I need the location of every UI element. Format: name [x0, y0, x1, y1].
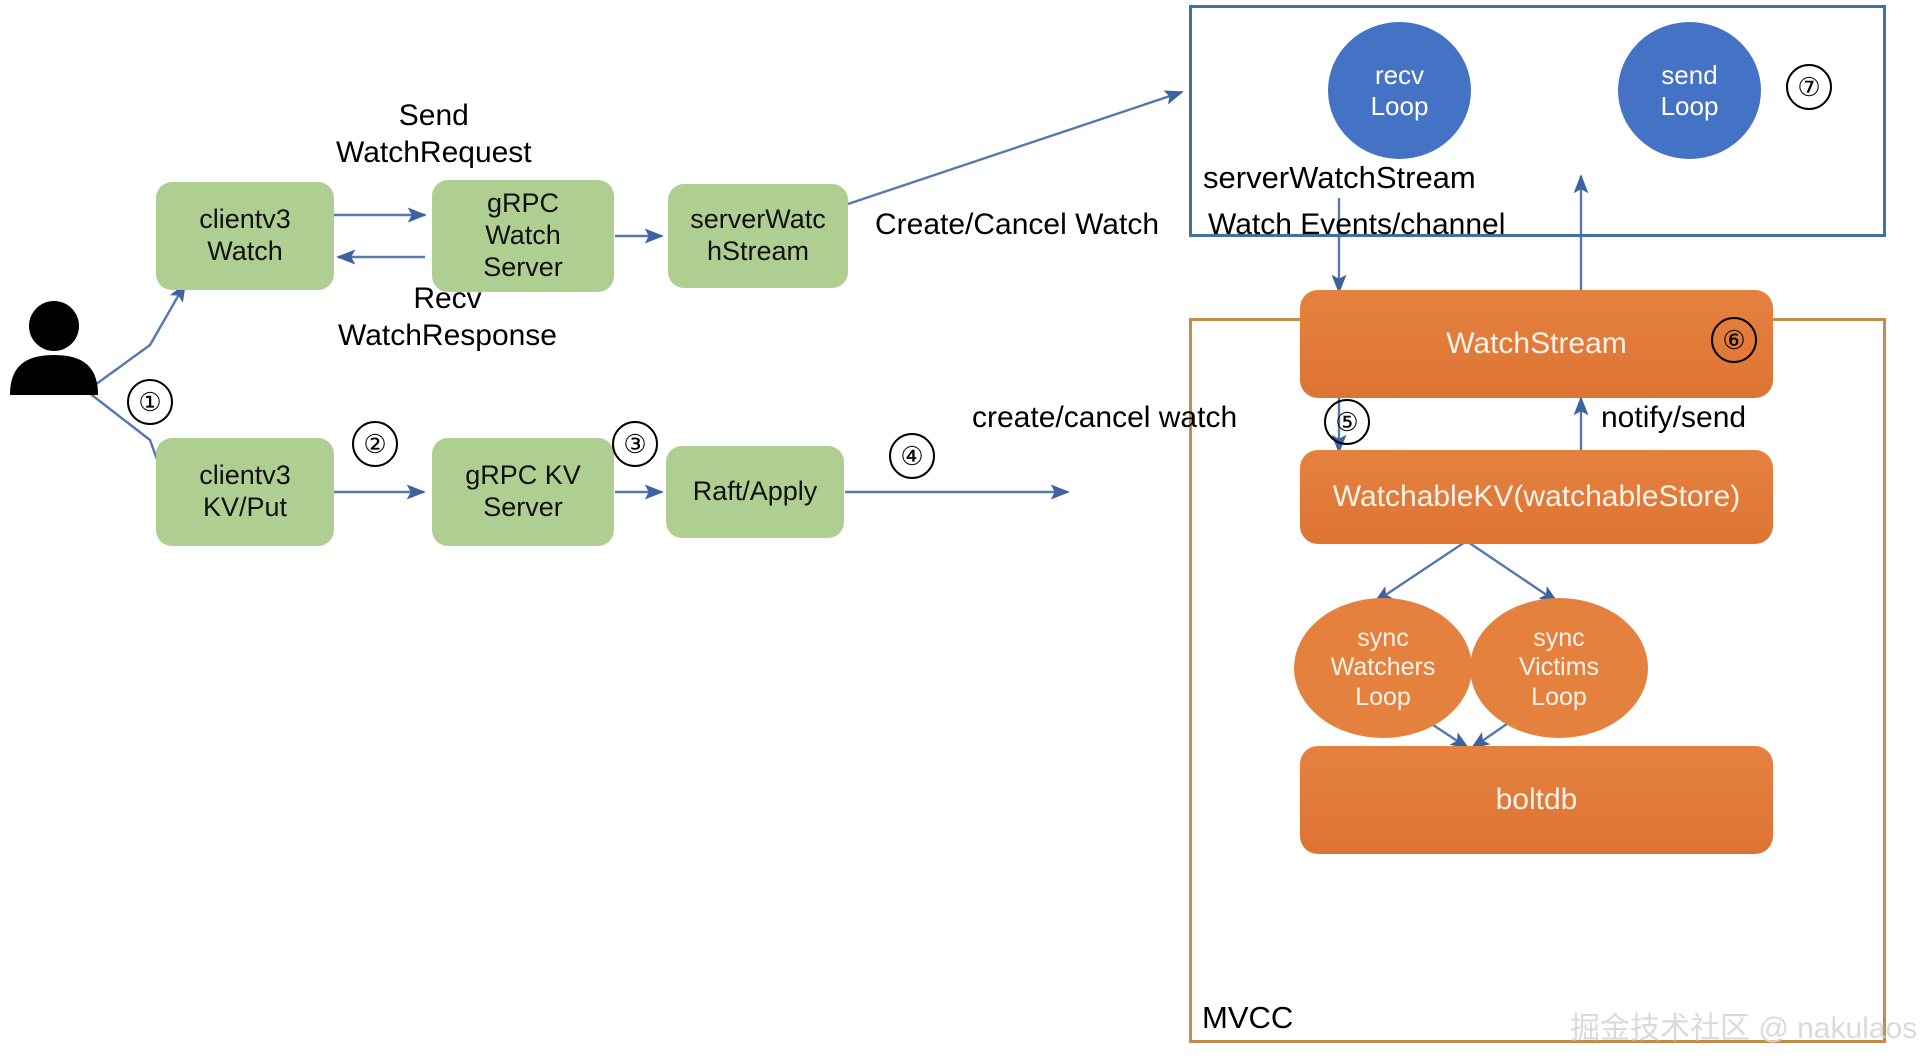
node-clientv3-watch-label: clientv3 Watch [199, 204, 291, 266]
node-boltdb-label: boltdb [1495, 783, 1578, 817]
step-marker-3: ③ [612, 421, 658, 467]
node-clientv3-watch[interactable]: clientv3 Watch [156, 182, 334, 290]
step-marker-5: ⑤ [1324, 399, 1370, 445]
user-actor-icon [8, 300, 100, 395]
node-watch-stream-label: WatchStream [1446, 327, 1627, 361]
node-raft-apply[interactable]: Raft/Apply [666, 446, 844, 538]
edge-label-notify-send: notify/send [1601, 401, 1747, 434]
step-marker-2: ② [352, 421, 398, 467]
container-label-server-watch-stream: serverWatchStream [1203, 160, 1476, 195]
edge-label-send-watch-request: Send WatchRequest [336, 99, 532, 170]
node-watch-stream[interactable]: WatchStream [1300, 290, 1773, 398]
step-marker-6: ⑥ [1711, 317, 1757, 363]
node-sync-victims-loop[interactable]: sync Victims Loop [1470, 598, 1648, 738]
node-grpc-kv-server[interactable]: gRPC KV Server [432, 438, 614, 546]
node-send-loop-label: send Loop [1660, 59, 1719, 121]
node-server-watch-stream[interactable]: serverWatc hStream [668, 184, 848, 288]
step-marker-1: ① [127, 379, 173, 425]
node-grpc-watch-server[interactable]: gRPC Watch Server [432, 180, 614, 292]
node-boltdb[interactable]: boltdb [1300, 746, 1773, 854]
step-marker-4: ④ [889, 433, 935, 479]
edge-label-create-cancel-watch-upper: Create/Cancel Watch [875, 208, 1160, 241]
node-clientv3-kv-put-label: clientv3 KV/Put [199, 460, 291, 522]
node-grpc-watch-server-label: gRPC Watch Server [483, 188, 563, 282]
node-clientv3-kv-put[interactable]: clientv3 KV/Put [156, 438, 334, 546]
node-sync-watchers-loop[interactable]: sync Watchers Loop [1294, 598, 1472, 738]
node-recv-loop-label: recv Loop [1370, 59, 1429, 121]
edge-label-create-cancel-watch-lower: create/cancel watch [972, 401, 1238, 434]
node-recv-loop[interactable]: recv Loop [1328, 22, 1471, 159]
edge-label-recv-watch-response: Recv WatchResponse [338, 282, 557, 353]
node-sync-watchers-loop-label: sync Watchers Loop [1330, 623, 1436, 711]
node-server-watch-stream-label: serverWatc hStream [690, 204, 826, 266]
node-sync-victims-loop-label: sync Victims Loop [1518, 623, 1600, 711]
container-server-watch-stream [1189, 5, 1886, 237]
node-send-loop[interactable]: send Loop [1618, 22, 1761, 159]
watermark-text: 掘金技术社区 @ nakulaos [1570, 1012, 1918, 1045]
node-watchable-kv[interactable]: WatchableKV(watchableStore) [1300, 450, 1773, 544]
node-watchable-kv-label: WatchableKV(watchableStore) [1332, 480, 1741, 514]
step-marker-7: ⑦ [1786, 64, 1832, 110]
container-label-mvcc: MVCC [1202, 1000, 1294, 1035]
node-raft-apply-label: Raft/Apply [692, 476, 818, 507]
edge-label-watch-events-channel: Watch Events/channel [1208, 208, 1506, 241]
node-grpc-kv-server-label: gRPC KV Server [465, 460, 581, 522]
